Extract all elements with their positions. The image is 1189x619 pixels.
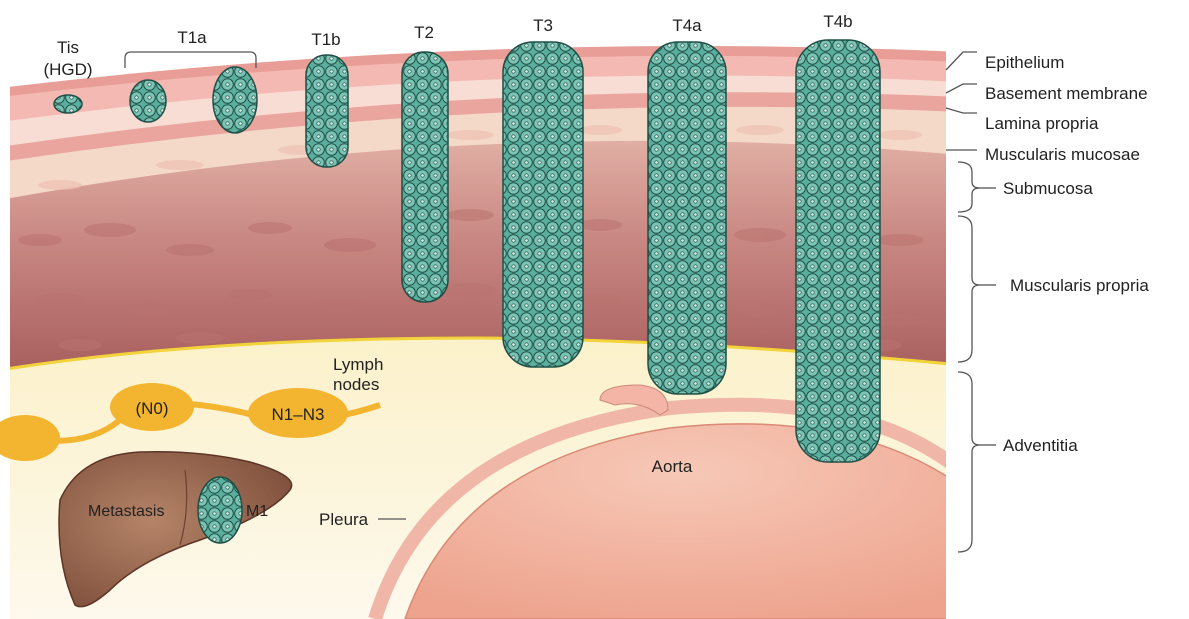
lymph-label-line1: Lymph [333, 355, 383, 374]
adventitia-label: Adventitia [1003, 436, 1078, 455]
muscularis-propria-brace [958, 216, 980, 362]
lamina-propria-label: Lamina propria [985, 114, 1099, 133]
stage-t4b-label: T4b [823, 12, 852, 31]
tumor-t4b [796, 40, 880, 462]
stage-hgd-label: (HGD) [43, 60, 92, 79]
tumor-t1a-small [130, 80, 166, 122]
layer-labels: Epithelium Basement membrane Lamina prop… [946, 52, 1149, 552]
epithelium-leader [946, 52, 977, 70]
epithelium-label: Epithelium [985, 53, 1064, 72]
tumor-tis [54, 95, 82, 113]
stage-t1a-label: T1a [177, 28, 207, 47]
metastasis-label: Metastasis [88, 503, 164, 520]
tumor-t2 [402, 52, 448, 302]
n1n3-label: N1–N3 [272, 405, 325, 424]
tumor-t1a-large [213, 67, 257, 133]
stage-tis-label: Tis [57, 38, 79, 57]
tumor-m1 [198, 477, 242, 543]
stage-t3-label: T3 [533, 16, 553, 35]
stage-t1b-label: T1b [311, 30, 340, 49]
muscularis-mucosae-label: Muscularis mucosae [985, 145, 1140, 164]
tumor-t4a [648, 42, 726, 394]
basement-membrane-leader [946, 84, 977, 93]
tumor-t3 [503, 42, 583, 367]
lymph-label-line2: nodes [333, 375, 379, 394]
submucosa-brace [958, 162, 980, 212]
n0-label: (N0) [135, 399, 168, 418]
lamina-propria-leader [946, 108, 977, 113]
pleura-label: Pleura [319, 510, 369, 529]
adventitia-brace [958, 372, 980, 552]
muscularis-propria-label: Muscularis propria [1010, 276, 1149, 295]
basement-membrane-label: Basement membrane [985, 84, 1148, 103]
stage-t2-label: T2 [414, 23, 434, 42]
aorta-label: Aorta [652, 457, 693, 476]
tumor-t1b [306, 55, 348, 167]
m1-label: M1 [246, 503, 268, 520]
submucosa-label: Submucosa [1003, 179, 1093, 198]
stage-t4a-label: T4a [672, 16, 702, 35]
